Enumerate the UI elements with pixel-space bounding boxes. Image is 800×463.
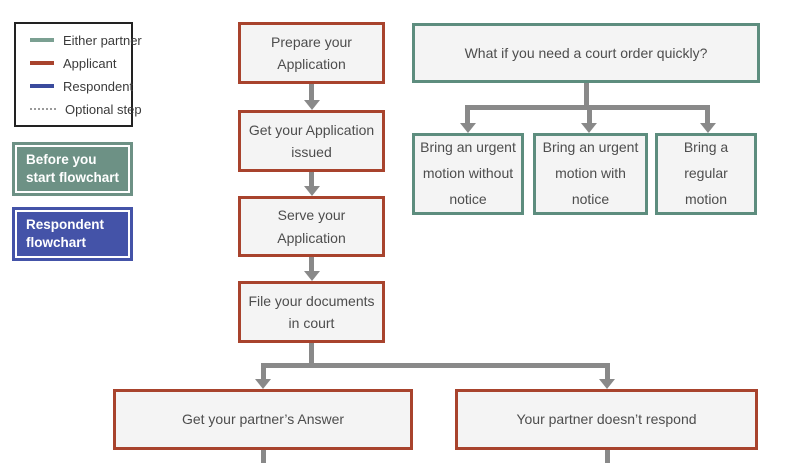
legend-item-optional-step: Optional step [30, 102, 142, 117]
connector-line [584, 83, 589, 110]
legend-item-respondent: Respondent [30, 78, 134, 94]
flow-box-partner-doesnt-respond[interactable]: Your partner doesn’t respond [455, 389, 758, 450]
before-you-start-flowchart-label: Before you start flowchart [15, 145, 130, 193]
connector-line [309, 257, 314, 271]
optional-step-dotted-line-icon [30, 108, 56, 110]
connector-line [309, 84, 314, 100]
respondent-flowchart-label: Respondent flowchart [15, 210, 130, 258]
flow-box-court-order-quickly[interactable]: What if you need a court order quickly? [412, 23, 760, 83]
connector-line [309, 172, 314, 186]
legend-label: Applicant [63, 55, 117, 71]
connector-line [309, 343, 314, 368]
legend-item-applicant: Applicant [30, 56, 131, 71]
legend-panel: Either partner Applicant Respondent Opti… [14, 22, 142, 127]
arrow-down-icon [699, 123, 716, 133]
arrow-down-icon [303, 100, 320, 110]
legend-label: Either partner [63, 32, 142, 48]
before-you-start-flowchart-button[interactable]: Before you start flowchart [12, 142, 133, 196]
respondent-line-icon [30, 84, 54, 88]
flow-box-urgent-motion-without-notice[interactable]: Bring an urgent motion without notice [412, 133, 524, 215]
flow-box-regular-motion[interactable]: Bring a regular motion [655, 133, 757, 215]
arrow-down-icon [581, 123, 597, 133]
connector-line [604, 363, 610, 379]
arrow-down-icon [599, 379, 615, 389]
legend-item-either-partner: Either partner [30, 33, 142, 48]
connector-line [586, 105, 592, 123]
flow-box-serve-application[interactable]: Serve your Application [238, 196, 385, 257]
arrow-down-icon [459, 123, 476, 133]
flow-box-get-application-issued[interactable]: Get your Application issued [238, 110, 385, 172]
connector-line [260, 363, 610, 368]
arrow-down-icon [303, 271, 320, 281]
legend-label: Respondent [63, 78, 134, 94]
connector-line [705, 105, 710, 123]
legend-label: Optional step [65, 101, 142, 117]
connector-line [465, 105, 470, 123]
flow-box-file-documents-in-court[interactable]: File your documents in court [238, 281, 385, 343]
flow-box-get-partners-answer[interactable]: Get your partner’s Answer [113, 389, 413, 450]
respondent-flowchart-button[interactable]: Respondent flowchart [12, 207, 133, 261]
connector-line [260, 363, 266, 379]
arrow-down-icon [303, 186, 320, 196]
connector-line [604, 450, 610, 463]
flow-box-prepare-application[interactable]: Prepare your Application [238, 22, 385, 84]
flow-box-urgent-motion-with-notice[interactable]: Bring an urgent motion with notice [533, 133, 648, 215]
applicant-line-icon [30, 61, 54, 65]
either-partner-line-icon [30, 38, 54, 42]
connector-line [260, 450, 266, 463]
arrow-down-icon [255, 379, 271, 389]
